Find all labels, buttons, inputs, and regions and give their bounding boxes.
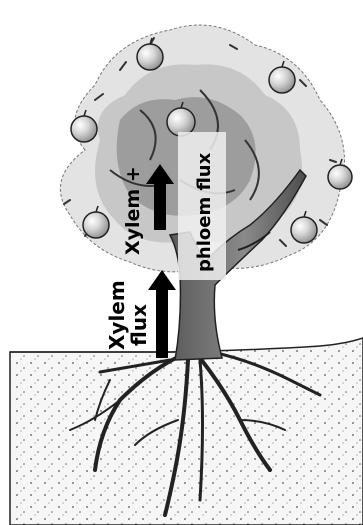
fruit [328, 165, 352, 189]
fruit [291, 217, 317, 243]
fruit [71, 116, 97, 142]
fruit [137, 44, 163, 70]
xylem-flux-arrow [148, 270, 176, 358]
fruit [167, 108, 195, 136]
fruit [269, 67, 295, 93]
xylem-plus-label: Xylem + [122, 166, 144, 255]
xylem-flux-label-line2: flux [127, 304, 151, 346]
fruit [83, 212, 109, 238]
phloem-flux-label: phloem flux [194, 152, 215, 272]
xylem-flux-label-line1: Xylem [105, 280, 129, 350]
